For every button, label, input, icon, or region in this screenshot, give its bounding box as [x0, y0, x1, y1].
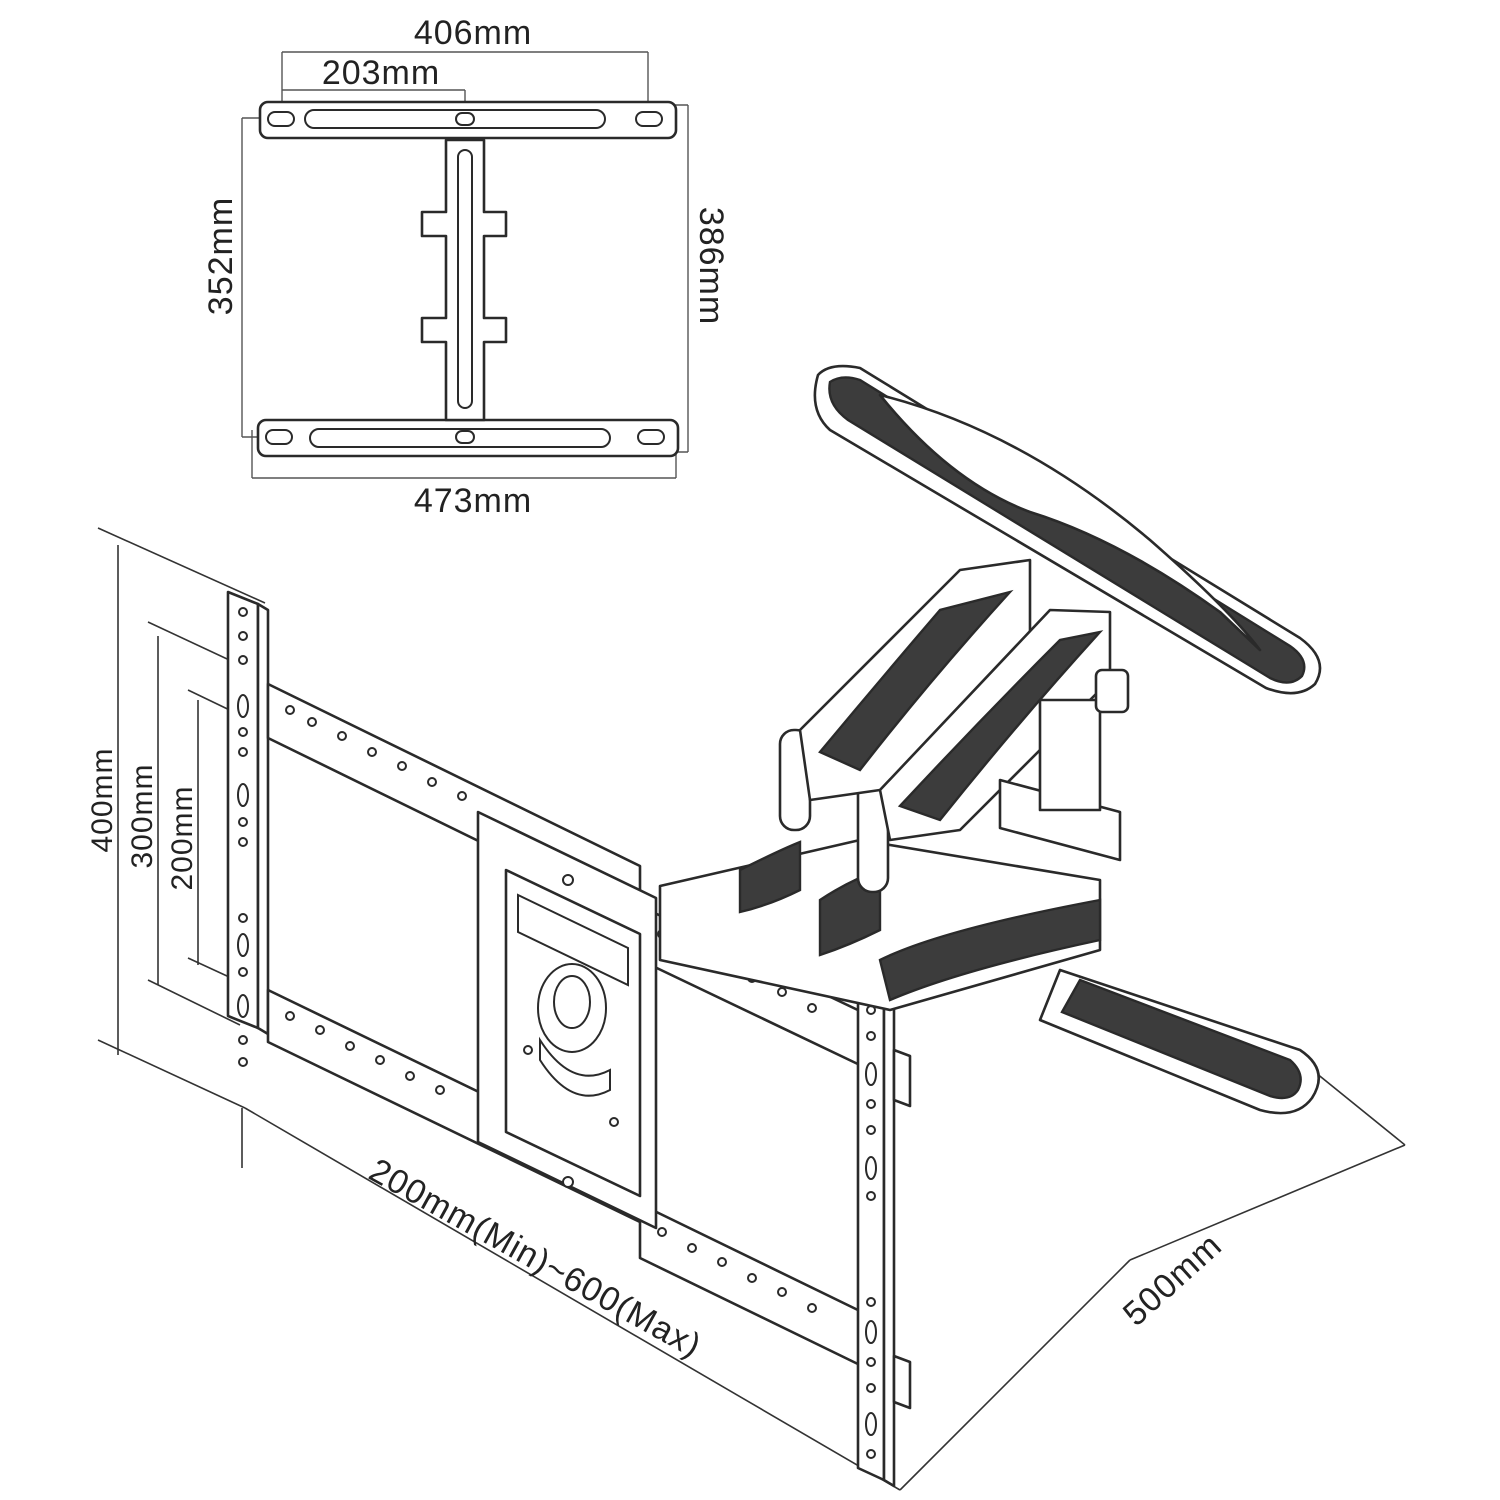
- dim-473: 473mm: [414, 482, 532, 520]
- tv-frame: [226, 590, 912, 1488]
- dim-406: 406mm: [414, 14, 532, 52]
- dim-203: 203mm: [322, 54, 440, 92]
- dim-386: 386mm: [692, 207, 730, 325]
- articulating-arms: [658, 558, 1321, 1115]
- dim-200: 200mm: [166, 785, 199, 890]
- top-view-bracket: [241, 51, 689, 479]
- dim-352: 352mm: [202, 197, 240, 315]
- dim-400: 400mm: [86, 747, 119, 852]
- tv-tilt-head: [813, 364, 1322, 695]
- dim-300: 300mm: [126, 763, 159, 868]
